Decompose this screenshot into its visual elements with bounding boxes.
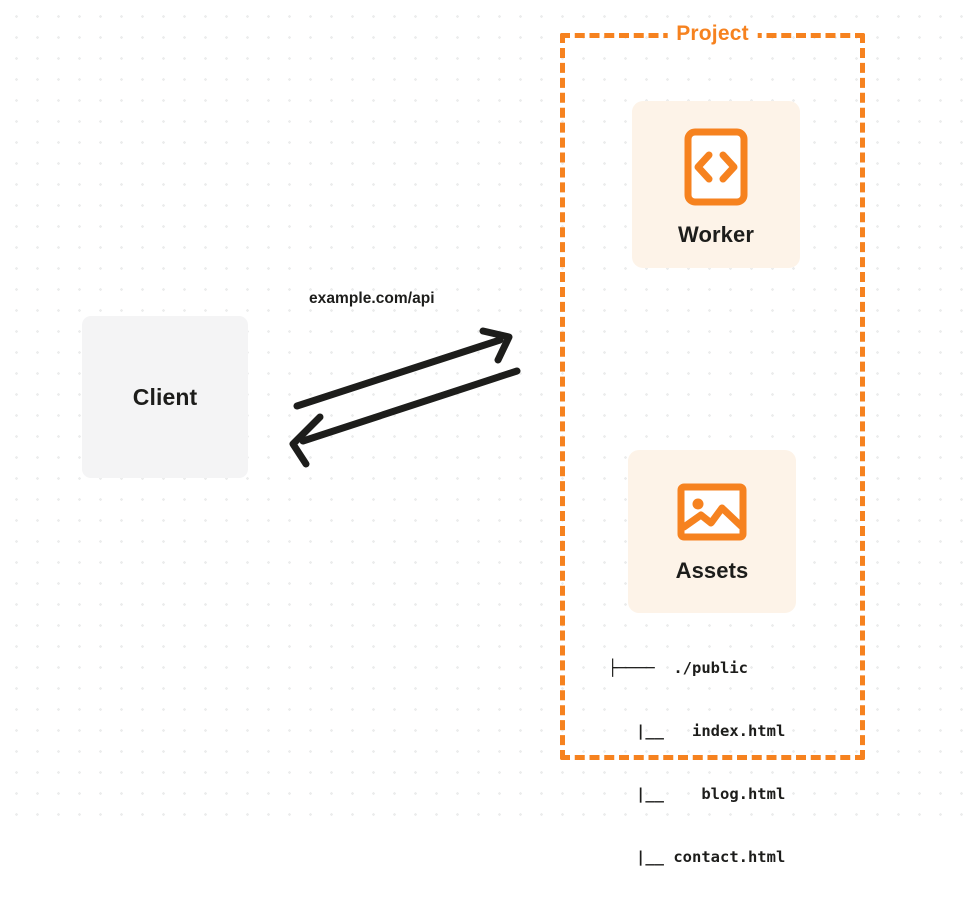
image-icon	[677, 483, 747, 541]
project-title: Project	[676, 21, 749, 45]
client-box: Client	[82, 316, 248, 478]
file-tree-row: |__ contact.html	[608, 848, 786, 866]
worker-card[interactable]: Worker	[632, 101, 800, 268]
file-tree-row: |__ blog.html	[608, 785, 786, 803]
worker-card-label: Worker	[678, 222, 754, 247]
assets-card[interactable]: Assets	[628, 450, 796, 613]
project-title-wrapper: Project	[667, 20, 758, 46]
project-container: Project Worker Assets	[560, 20, 865, 866]
file-tree-row: ├──── ./public	[608, 659, 748, 677]
connection-label: example.com/api	[309, 290, 435, 307]
response-arrow	[289, 367, 521, 468]
assets-card-label: Assets	[675, 558, 749, 583]
client-label: Client	[132, 383, 198, 410]
request-arrow	[293, 327, 513, 410]
architecture-diagram: Client example.com/api Project	[0, 0, 980, 866]
code-brackets-icon	[684, 128, 748, 206]
file-tree-row: |__ index.html	[608, 722, 786, 740]
assets-file-tree: ├──── ./public |__ index.html |__ blog.h…	[608, 616, 785, 910]
